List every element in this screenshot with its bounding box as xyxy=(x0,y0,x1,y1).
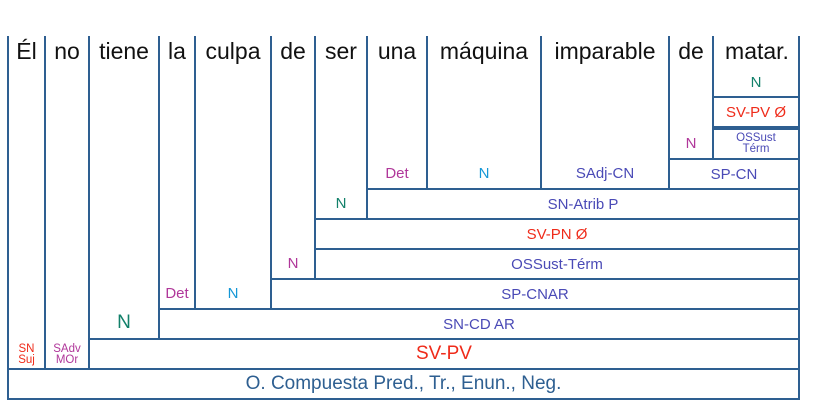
column-divider xyxy=(44,36,46,370)
tiene-nucleus-label: N xyxy=(117,312,131,333)
sv-pn-box: SV-PN Ø xyxy=(314,218,800,250)
sn-cd-box: SN-CD AR xyxy=(158,308,800,340)
imparable-sadj-cn-label: SAdj-CN xyxy=(575,164,635,182)
word-ser: ser xyxy=(325,37,357,64)
column-divider xyxy=(158,36,160,340)
word-de-1: de xyxy=(280,37,306,64)
word-culpa: culpa xyxy=(205,37,261,64)
ossust-term-box: OSSust-Térm xyxy=(314,248,800,280)
word-maquina: máquina xyxy=(439,37,529,64)
una-det-label: Det xyxy=(385,164,409,182)
sv-pv-matar-box: SV-PV Ø xyxy=(712,96,800,128)
sn-suj-label: SN Suj xyxy=(18,343,35,366)
word-matar: matar. xyxy=(725,37,789,64)
oracion-box: O. Compuesta Pred., Tr., Enun., Neg. xyxy=(7,368,800,400)
column-divider xyxy=(270,36,272,310)
matar-nucleus-label: N xyxy=(750,73,762,91)
column-divider xyxy=(88,36,90,370)
column-divider xyxy=(314,36,316,280)
ser-nucleus-label: N xyxy=(335,194,347,212)
column-divider xyxy=(194,36,196,310)
de-2-nucleus-label: N xyxy=(685,134,697,152)
maquina-nucleus-label: N xyxy=(478,164,490,182)
column-divider xyxy=(426,36,428,190)
sp-cnar-box: SP-CNAR xyxy=(270,278,800,310)
column-divider xyxy=(668,36,670,190)
de-1-nucleus-label: N xyxy=(287,254,299,272)
la-det-label: Det xyxy=(165,284,189,302)
ossust-term-small-box: OSSust Térm xyxy=(712,128,800,160)
word-una: una xyxy=(377,37,417,64)
culpa-nucleus-label: N xyxy=(227,284,239,302)
ossust-term-small-label: OSSust Térm xyxy=(736,132,776,155)
word-la: la xyxy=(168,37,186,64)
word-el: Él xyxy=(16,37,37,64)
word-no: no xyxy=(54,37,80,64)
sp-cn-box: SP-CN xyxy=(668,158,800,190)
word-tiene: tiene xyxy=(99,37,149,64)
sv-pv-box: SV-PV xyxy=(88,338,800,370)
word-imparable: imparable xyxy=(554,37,656,64)
column-divider xyxy=(366,36,368,220)
sn-atrib-box: SN-Atrib P xyxy=(366,188,800,220)
sadv-mor-label: SAdv MOr xyxy=(53,343,81,366)
column-divider xyxy=(7,36,9,400)
word-de-2: de xyxy=(678,37,704,64)
column-divider xyxy=(540,36,542,190)
